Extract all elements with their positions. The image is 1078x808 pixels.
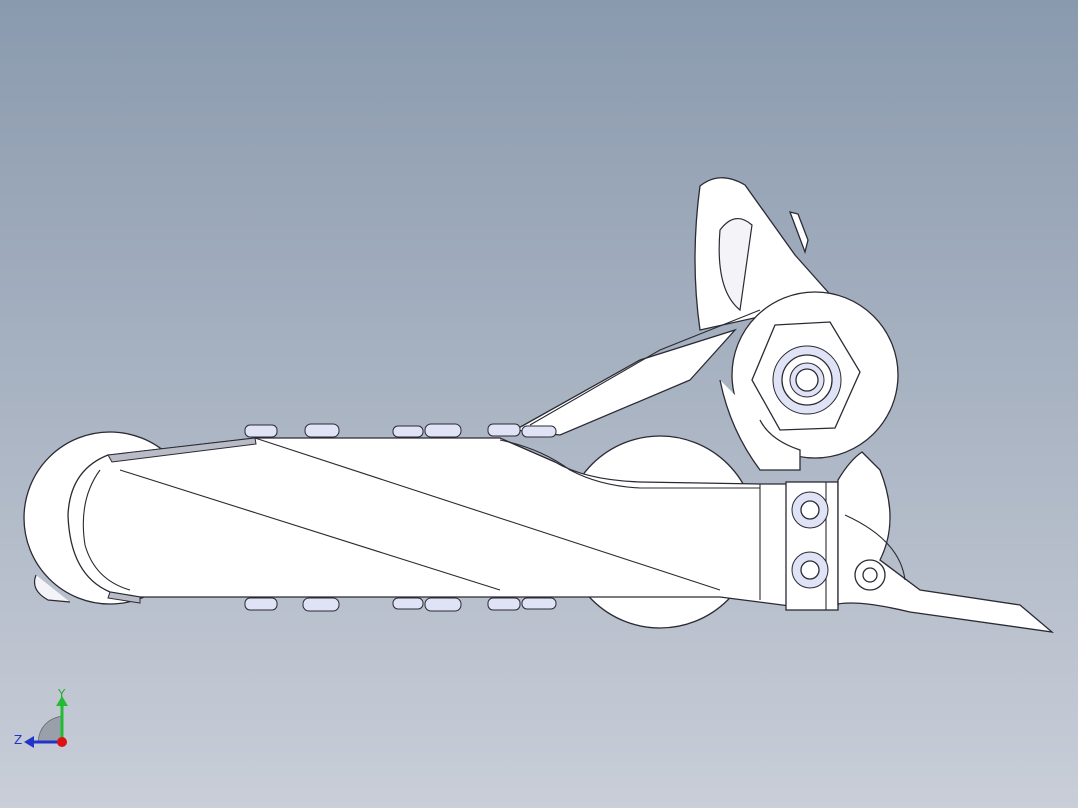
top-bolts	[244, 423, 557, 438]
toe-plate	[837, 451, 1055, 633]
front-mount-block	[785, 481, 839, 611]
z-axis-label: Z	[14, 733, 22, 747]
triad-arc	[37, 715, 63, 743]
orientation-triad: Y Z	[14, 687, 68, 748]
hinge-hub	[719, 291, 899, 471]
cuff-lever	[512, 177, 837, 436]
z-axis-arrowhead	[24, 736, 34, 748]
x-axis-origin-dot	[57, 737, 67, 747]
y-axis-arrowhead	[56, 696, 68, 706]
frame-body	[67, 437, 839, 607]
y-axis-label: Y	[57, 687, 66, 701]
bottom-bolts	[244, 597, 557, 612]
